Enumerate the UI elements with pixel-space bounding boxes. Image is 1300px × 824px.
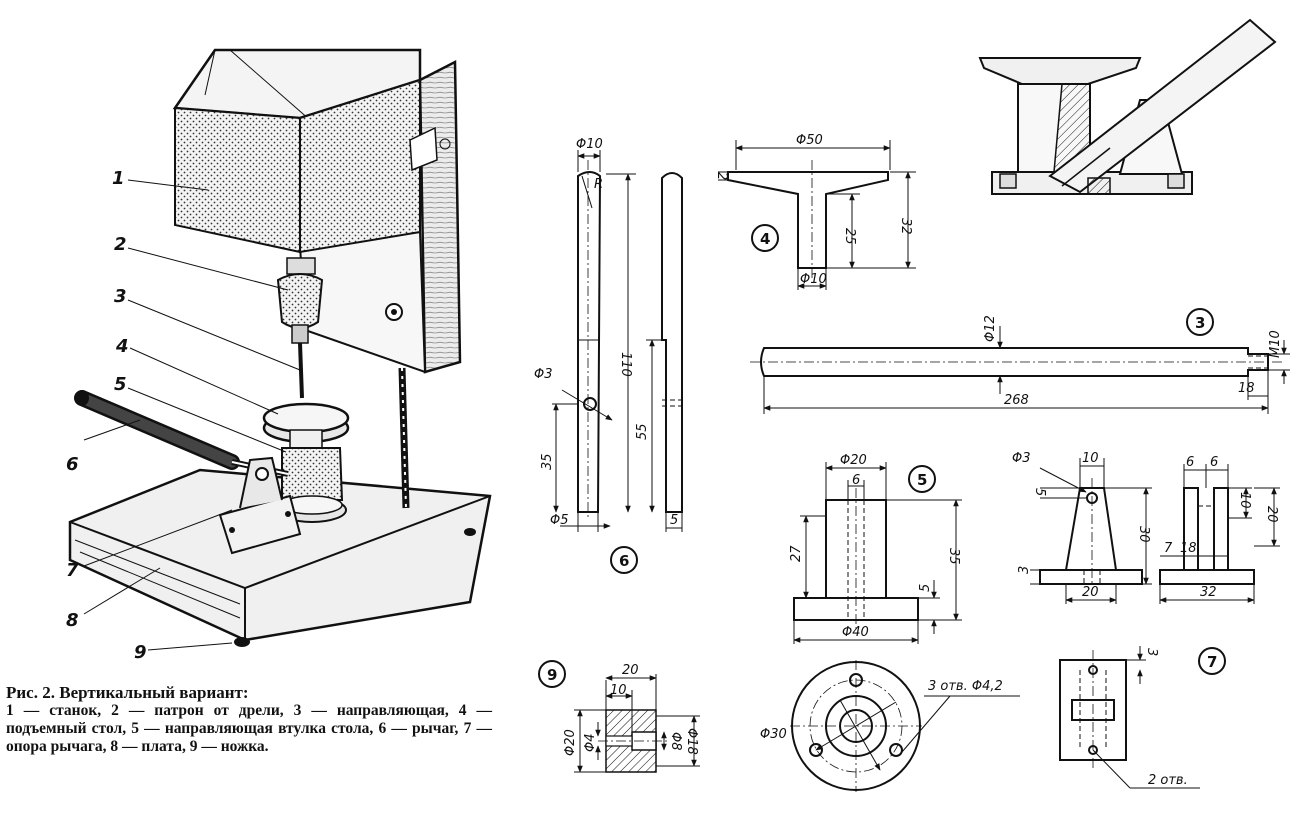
dim-lever-d10: Φ10 — [576, 137, 603, 152]
dim-support-20b: 20 — [1264, 506, 1279, 523]
dim-sleeve-27: 27 — [789, 545, 804, 562]
detail-lever-support: Φ3 10 5 30 3 20 6 6 10 2 — [1012, 451, 1280, 789]
dim-foot-d4: Φ4 — [583, 733, 598, 752]
dim-flange-holes: 3 отв. Φ4,2 — [928, 679, 1003, 694]
part-label-5: 5 — [114, 374, 127, 395]
dim-support-d3: Φ3 — [1012, 451, 1031, 466]
dim-table-2: 2 — [714, 172, 729, 180]
foot — [234, 637, 250, 647]
part-label-1: 1 — [112, 168, 125, 189]
figure-caption: Рис. 2. Вертикальный вариант: 1 — станок… — [6, 684, 492, 756]
lever-support — [218, 456, 302, 555]
detail-lever: R Φ3 Φ10 110 35 55 Φ5 5 6 — [534, 137, 684, 574]
dim-support-5: 5 — [1032, 488, 1047, 496]
dim-guide-18: 18 — [1238, 381, 1255, 396]
dim-guide-268: 268 — [1004, 393, 1029, 408]
detail-marker-7 — [1198, 647, 1226, 675]
dim-guide-m10: M10 — [1268, 330, 1283, 358]
dim-foot-20: 20 — [622, 663, 639, 678]
detail-marker-6 — [610, 546, 638, 574]
dim-support-holes: 2 отв. — [1148, 773, 1188, 788]
dim-foot-d18: Φ18 — [684, 728, 699, 755]
detail-foot: 20 10 Φ20 Φ4 Φ8 Φ18 9 — [538, 660, 700, 773]
lifting-table — [262, 402, 350, 473]
detail-marker-3 — [1186, 308, 1214, 336]
dim-support-top-3: 3 — [1144, 648, 1159, 656]
dim-support-6a: 6 — [1186, 455, 1194, 470]
switch — [409, 126, 438, 172]
motor-housing — [172, 48, 451, 254]
dim-foot-10: 10 — [610, 683, 627, 698]
vertical-column — [298, 59, 462, 374]
base-plate — [68, 468, 492, 647]
detail-sleeve: Φ20 6 27 35 5 Φ40 5 — [789, 453, 962, 644]
dim-sleeve-35: 35 — [946, 548, 961, 565]
drill-chuck — [276, 257, 324, 399]
detail-number-3: 3 — [1195, 314, 1205, 332]
detail-marker-9 — [538, 660, 566, 688]
dim-support-32: 32 — [1200, 585, 1217, 600]
dim-support-3: 3 — [1017, 566, 1032, 574]
detail-marker-4 — [751, 224, 779, 252]
detail-flange: Φ30 3 отв. Φ4,2 — [760, 660, 1020, 792]
part-label-8: 8 — [66, 610, 79, 631]
dim-lever-55: 55 — [635, 423, 650, 440]
dim-support-30: 30 — [1136, 526, 1151, 543]
drill-press-illustration: 1 2 3 4 5 6 7 8 9 — [66, 48, 492, 663]
part-label-7: 7 — [66, 560, 79, 581]
dim-lever-35: 35 — [540, 453, 555, 470]
dim-guide-d12: Φ12 — [983, 315, 998, 342]
part-label-4: 4 — [115, 336, 129, 357]
detail-table: Φ50 2 25 32 Φ10 4 — [714, 133, 916, 290]
detail-marker-5 — [908, 465, 936, 493]
detail-number-6: 6 — [619, 552, 629, 570]
dim-support-10b: 10 — [1237, 492, 1252, 509]
part-label-3: 3 — [114, 286, 127, 307]
leader-lines — [83, 179, 301, 651]
dim-lever-d5: Φ5 — [550, 513, 569, 528]
dim-sleeve-6: 6 — [852, 473, 860, 488]
table-assembly-illustration — [978, 18, 1277, 195]
detail-number-5: 5 — [917, 471, 927, 489]
dim-table-d10: Φ10 — [800, 272, 827, 287]
detail-guide-rod: Φ12 M10 18 268 3 — [750, 308, 1290, 414]
dim-sleeve-5: 5 — [918, 584, 933, 592]
dim-support-10: 10 — [1082, 451, 1099, 466]
dim-support-20: 20 — [1082, 585, 1099, 600]
part-label-6: 6 — [66, 454, 79, 475]
caption-body: 1 — станок, 2 — патрон от дрели, 3 — нап… — [6, 702, 492, 755]
caption-title: Рис. 2. Вертикальный вариант: — [6, 683, 249, 702]
dim-table-25: 25 — [842, 228, 857, 245]
dim-support-7: 7 — [1164, 541, 1173, 556]
dim-lever-d3: Φ3 — [534, 367, 553, 382]
dim-sleeve-d40: Φ40 — [842, 625, 869, 640]
detail-number-9: 9 — [547, 666, 557, 684]
dim-foot-d20: Φ20 — [563, 729, 578, 756]
dim-lever-110: 110 — [618, 352, 633, 377]
guide-sleeve — [277, 447, 347, 523]
dim-lever-r: R — [594, 177, 603, 192]
dim-support-18: 18 — [1180, 541, 1197, 556]
dim-flange-d30: Φ30 — [760, 727, 787, 742]
part-label-9: 9 — [134, 642, 147, 663]
part-label-2: 2 — [114, 234, 127, 255]
dim-foot-d8: Φ8 — [668, 732, 683, 751]
detail-number-4: 4 — [760, 230, 770, 248]
dim-lever-5: 5 — [670, 513, 678, 528]
dim-table-d50: Φ50 — [796, 133, 823, 148]
guide-rod — [398, 367, 410, 509]
dim-support-6b: 6 — [1210, 455, 1218, 470]
dim-sleeve-d20: Φ20 — [840, 453, 867, 468]
dim-table-32: 32 — [898, 218, 913, 235]
detail-number-7: 7 — [1207, 653, 1217, 671]
lever-assembly — [74, 390, 289, 477]
